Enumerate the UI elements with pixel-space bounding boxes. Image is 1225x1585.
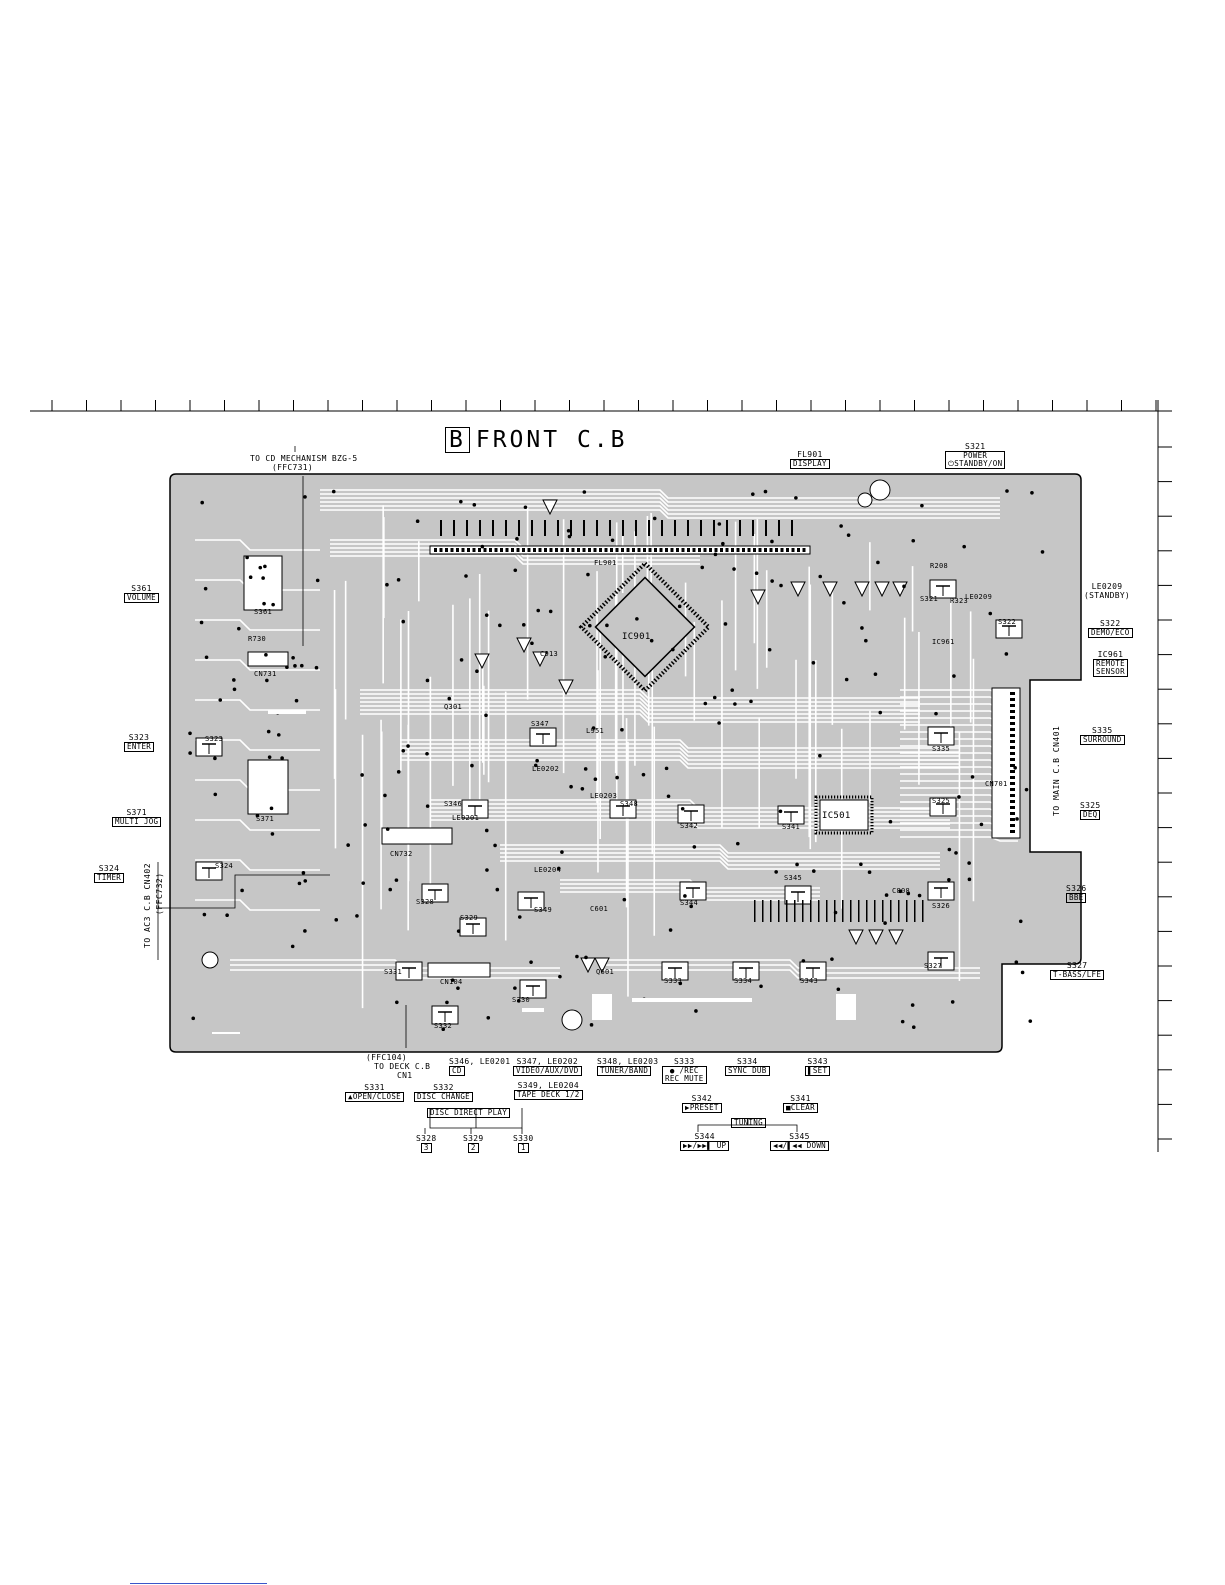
silkscreen-fl901: FL901 [594, 559, 617, 567]
silkscreen-le0201: LE0201 [452, 814, 480, 822]
label-s325: S325 DEQ [1080, 801, 1101, 820]
silkscreen-cn701: CN701 [985, 780, 1008, 788]
label-s327: S327 T-BASS/LFE [1050, 961, 1105, 980]
silkscreen-le0203: LE0203 [590, 792, 618, 800]
silkscreen-le0204: LE0204 [534, 866, 562, 874]
board-name: FRONT C.B [475, 427, 628, 453]
label-main-cb: TO MAIN C.B CN401 [1052, 725, 1061, 816]
label-s343: S343 ▌SET [805, 1057, 831, 1076]
silkscreen-s349: S349 [534, 906, 553, 914]
silkscreen-q301: Q301 [444, 703, 463, 711]
label-s331: S331 ▲OPEN/CLOSE [345, 1083, 404, 1102]
silkscreen-s371: S371 [256, 815, 275, 823]
silkscreen-s344: S344 [680, 899, 699, 907]
label-s335: S335 SURROUND [1080, 726, 1125, 745]
label-deck-cb: TO DECK C.B [374, 1062, 431, 1071]
components [188, 479, 1045, 1034]
label-s332: S332 DISC CHANGE [414, 1083, 473, 1102]
footer-link-line [130, 1583, 267, 1584]
silkscreen-c601: C601 [590, 905, 609, 913]
board-letter: B [445, 427, 470, 453]
label-ac3-cb: TO AC3 C.B CN402 [143, 862, 152, 948]
label-disc-direct-play: DISC DIRECT PLAY [427, 1108, 511, 1118]
label-s361: S361 VOLUME [124, 584, 159, 603]
silkscreen-s347: S347 [531, 720, 550, 728]
silkscreen-s361: S361 [254, 608, 273, 616]
label-s328: S328 3 [416, 1134, 437, 1153]
label-s323: S323 ENTER [124, 733, 155, 752]
label-s333: S333 ● /REC REC MUTE [662, 1057, 707, 1084]
label-s330: S330 1 [513, 1134, 534, 1153]
silkscreen-s327: S327 [924, 962, 943, 970]
silkscreen-s324: S324 [215, 862, 234, 870]
label-s348: S348, LE0203 TUNER/BAND [597, 1057, 659, 1076]
silkscreen-s343: S343 [800, 977, 819, 985]
silkscreen-cn732: CN732 [390, 850, 413, 858]
silkscreen-s322: S322 [998, 618, 1017, 626]
label-fl901: FL901 DISPLAY [790, 450, 830, 469]
silkscreen-s345: S345 [784, 874, 803, 882]
silkscreen-s323: S323 [205, 735, 224, 743]
silkscreen-le0202: LE0202 [532, 765, 560, 773]
label-le0209: LE0209 (STANDBY) [1084, 582, 1131, 600]
silkscreen-s326: S326 [932, 902, 951, 910]
label-ffc731: (FFC731) [272, 463, 313, 472]
silkscreen-s333: S333 [664, 977, 683, 985]
label-s342: S342 ▶PRESET [682, 1094, 722, 1113]
silkscreen-s321: S321 [920, 595, 939, 603]
silkscreen-s328: S328 [416, 898, 435, 906]
silkscreen-l951: L951 [586, 727, 605, 735]
label-s321: S321 POWER ⏻STANDBY/ON [945, 442, 1006, 469]
label-s344: S344 ▶▶/▶▶▌ UP [680, 1132, 730, 1151]
silkscreen-s325: S325 [932, 797, 951, 805]
silkscreen-ic901: IC901 [622, 632, 651, 642]
leader-lines [157, 446, 798, 1134]
silkscreen-r323: R323 [950, 597, 969, 605]
silkscreen-cn104: CN104 [440, 978, 463, 986]
label-s371: S371 MULTI JOG [112, 808, 162, 827]
silkscreen-s332: S332 [434, 1022, 453, 1030]
silkscreen-q601: Q601 [596, 968, 615, 976]
silkscreen-r730: R730 [248, 635, 267, 643]
label-tuning: TUNING [731, 1118, 766, 1128]
label-s346: S346, LE0201 CD [449, 1057, 511, 1076]
silkscreen-s346: S346 [444, 800, 463, 808]
label-s329: S329 2 [463, 1134, 484, 1153]
silkscreen-s334: S334 [734, 977, 753, 985]
silkscreen-c913: C913 [540, 650, 559, 658]
label-cn1: CN1 [397, 1071, 413, 1080]
silkscreen-s342: S342 [680, 822, 699, 830]
silkscreen-s330: S330 [512, 996, 531, 1004]
silkscreen-r208: R208 [930, 562, 949, 570]
label-s334: S334 SYNC DUB [725, 1057, 770, 1076]
silkscreen-s331: S331 [384, 968, 403, 976]
label-ffc732: (FFC732) [155, 872, 164, 915]
label-s326: S326 BBE [1066, 884, 1087, 903]
label-ic961: IC961 REMOTE SENSOR [1093, 650, 1128, 677]
silkscreen-ic501: IC501 [822, 811, 851, 821]
label-cd-mechanism: TO CD MECHANISM BZG-5 [250, 454, 358, 463]
label-s322: S322 DEMO/ECO [1088, 619, 1133, 638]
silkscreen-le0209: LE0209 [965, 593, 993, 601]
label-s345: S345 ◀◀/▌◀◀ DOWN [770, 1132, 829, 1151]
label-ffc104: (FFC104) [366, 1053, 407, 1062]
label-s324: S324 TIMER [94, 864, 125, 883]
silkscreen-cn731: CN731 [254, 670, 277, 678]
silkscreen-s329: S329 [460, 914, 479, 922]
silkscreen-s335: S335 [932, 745, 951, 753]
label-s349: S349, LE0204 TAPE DECK 1/2 [514, 1081, 583, 1100]
label-s341: S341 ■CLEAR [783, 1094, 818, 1113]
top-ruler [30, 400, 1172, 1152]
silkscreen-c808: C808 [892, 887, 911, 895]
silkscreen-ic961: IC961 [932, 638, 955, 646]
silkscreen-s341: S341 [782, 823, 801, 831]
silkscreen-s348: S348 [620, 800, 639, 808]
label-s347: S347, LE0202 VIDEO/AUX/DVD [513, 1057, 582, 1076]
board-outline [169, 473, 1082, 1053]
